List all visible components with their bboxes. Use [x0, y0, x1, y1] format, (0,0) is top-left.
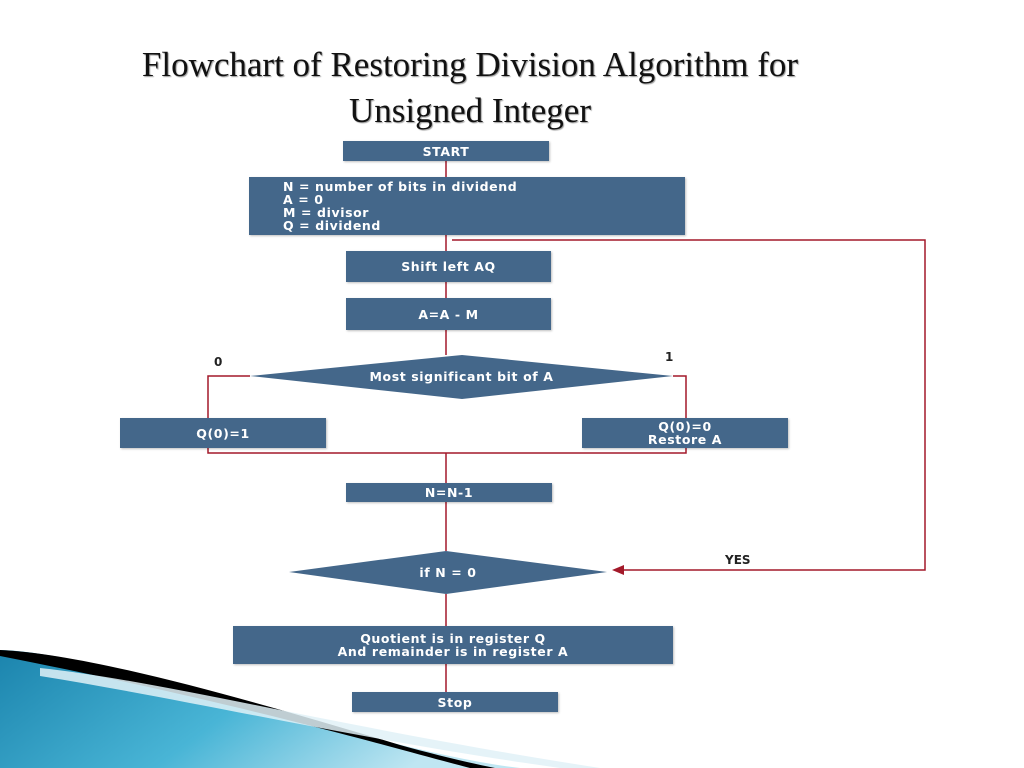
title-line-1: Flowchart of Restoring Division Algorith…: [141, 45, 799, 84]
q-set-zero-line-2: Restore A: [647, 432, 723, 447]
title-line-2: Unsigned Integer: [348, 91, 591, 130]
stop-box: Stop: [352, 692, 558, 712]
subtract-box: A=A - M: [346, 298, 551, 330]
q-set-one-box: Q(0)=1: [120, 418, 326, 448]
branch-zero-label: 0: [214, 355, 223, 369]
result-box: Quotient is in register Q And remainder …: [233, 626, 673, 664]
branch-one-label: 1: [665, 350, 674, 364]
result-line-2: And remainder is in register A: [337, 644, 569, 659]
init-line-3: M = divisor: [283, 205, 370, 220]
shift-label: Shift left AQ: [401, 259, 496, 274]
init-line-1: N = number of bits in dividend: [283, 179, 518, 194]
q-set-one-label: Q(0)=1: [196, 425, 250, 441]
stop-label: Stop: [437, 694, 473, 710]
result-line-1: Quotient is in register Q: [360, 631, 546, 646]
msb-decision-label: Most significant bit of A: [369, 369, 554, 384]
q-set-zero-box: Q(0)=0 Restore A: [582, 418, 788, 448]
loop-yes-label: YES: [725, 553, 751, 567]
q-set-zero-line-1: Q(0)=0: [658, 419, 712, 434]
decrement-box: N=N-1: [346, 483, 552, 502]
decrement-label: N=N-1: [424, 485, 474, 500]
subtract-label: A=A - M: [418, 306, 479, 322]
shift-box: Shift left AQ: [346, 251, 551, 282]
init-line-2: A = 0: [283, 192, 324, 207]
start-label: START: [422, 143, 470, 159]
start-box: START: [343, 141, 549, 161]
init-box: N = number of bits in dividend A = 0 M =…: [249, 177, 685, 235]
page-title: Flowchart of Restoring Division Algorith…: [60, 42, 880, 134]
n-decision-label: if N = 0: [419, 565, 477, 580]
init-line-4: Q = dividend: [283, 218, 381, 233]
